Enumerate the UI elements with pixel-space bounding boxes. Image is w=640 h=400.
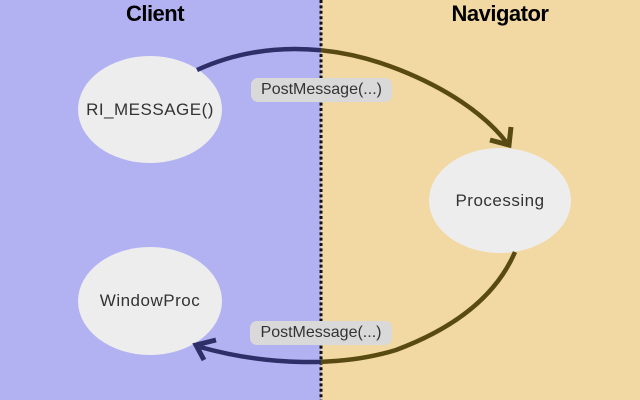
node-processing-label: Processing	[455, 190, 545, 210]
node-windowproc-label: WindowProc	[99, 291, 201, 310]
node-windowproc: WindowProc	[78, 247, 222, 355]
node-ri-message-label: RI_MESSAGE()	[86, 99, 214, 119]
navigator-panel-title: Navigator	[451, 1, 549, 26]
node-ri-message: RI_MESSAGE()	[78, 56, 222, 163]
node-processing: Processing	[429, 148, 571, 253]
postmessage-label-top: PostMessage(...)	[251, 78, 392, 102]
client-panel-title: Client	[125, 1, 185, 26]
postmessage-label-bottom: PostMessage(...)	[250, 321, 392, 345]
